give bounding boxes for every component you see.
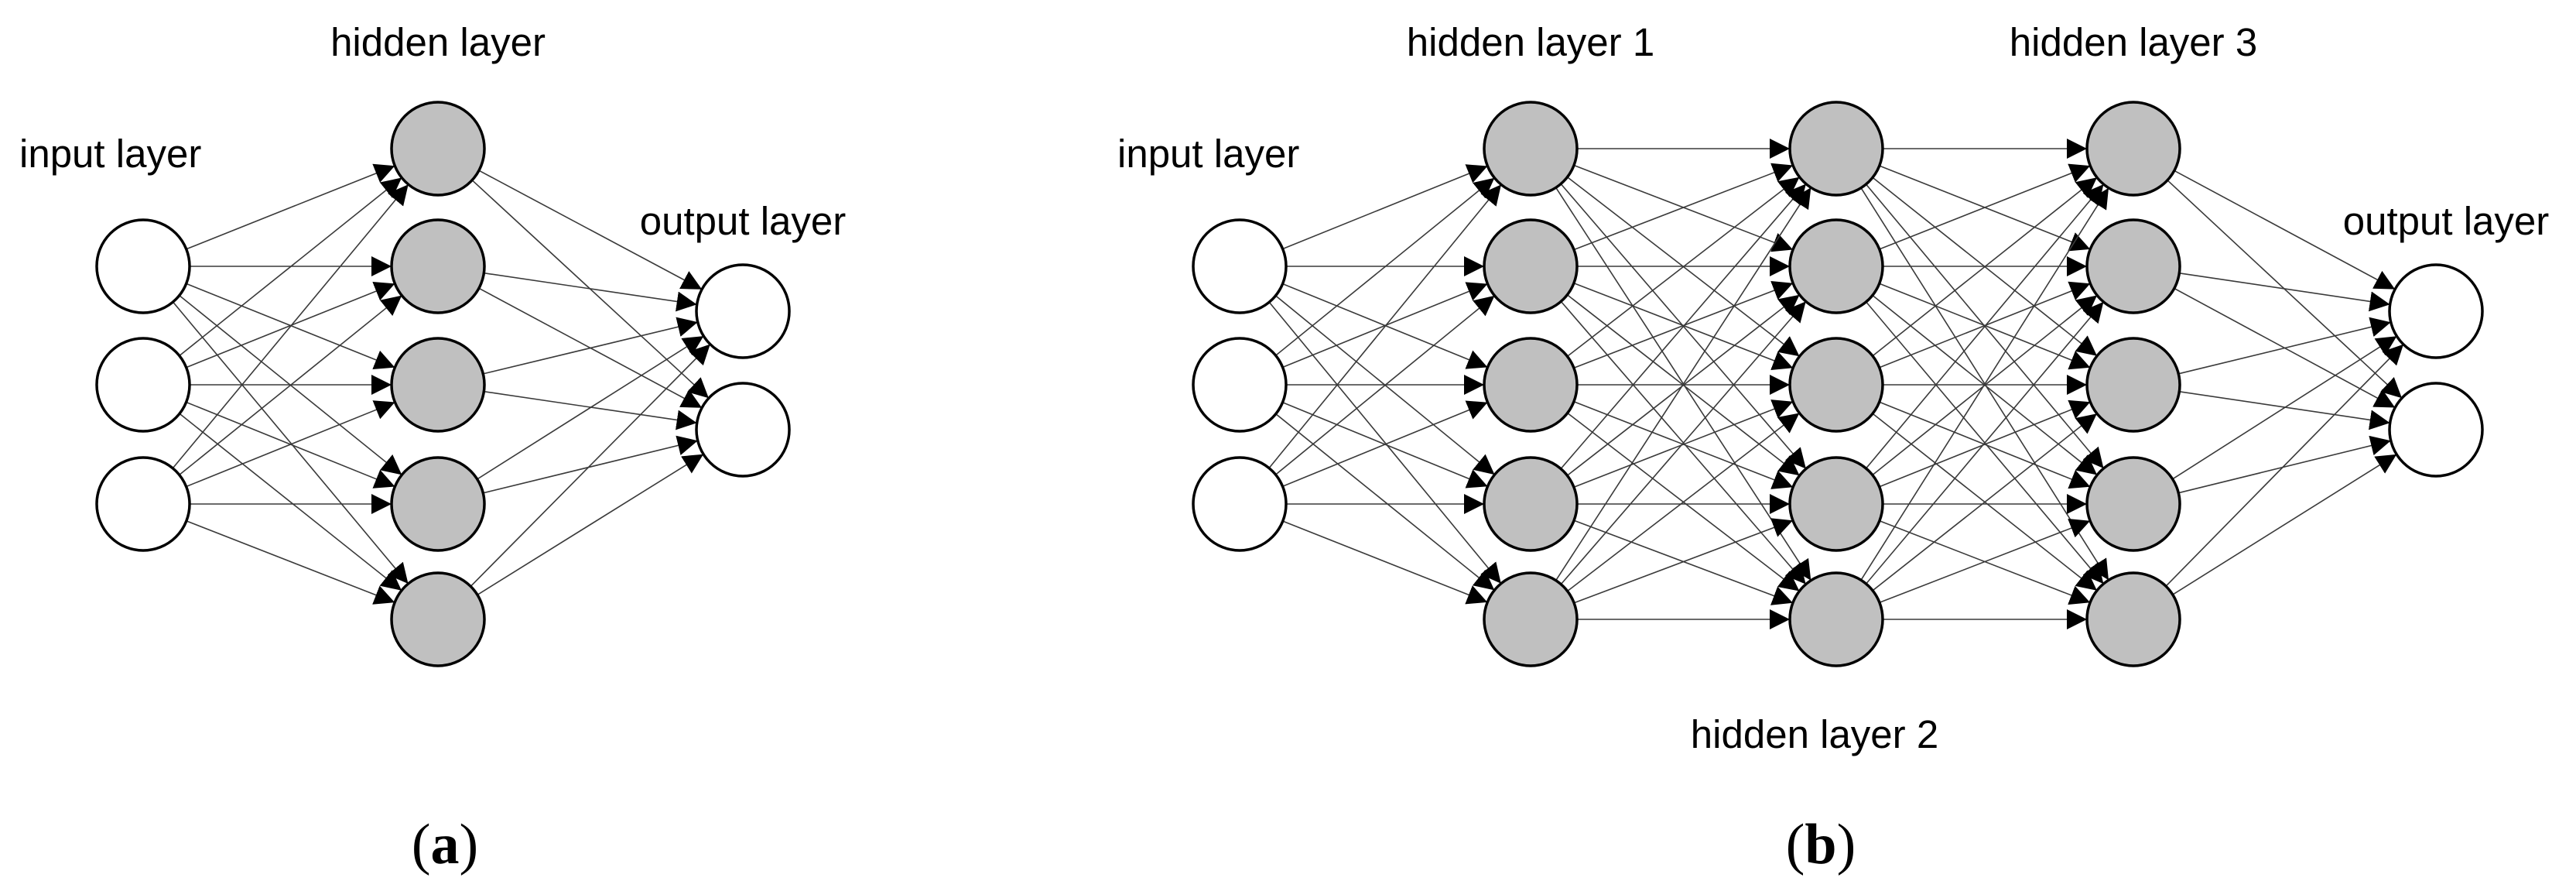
diagram-a-hidden-1-neuron-4: [390, 456, 486, 552]
diagram-a-connection-l0-n0-to-n4: [172, 301, 409, 585]
diagram-a-hidden-1-neuron-1: [390, 101, 486, 197]
diagram-b-connection-l0-n1-to-n4: [1275, 413, 1495, 591]
diagram-b-connection-l1-n4-to-n1: [1560, 300, 1807, 585]
diagram-b-output-layer-label: output layer: [2343, 199, 2550, 243]
diagram-b-hidden-3-neuron-5: [2085, 571, 2181, 667]
diagram-a-connection-l1-n0-to-n0: [478, 170, 703, 290]
diagram-a-connection-l0-n2-to-n0: [172, 183, 409, 469]
diagram-b-connection-l0-n0-to-n4: [1268, 301, 1502, 585]
diagram-a-connection-l1-n4-to-n0: [470, 344, 711, 587]
diagram-a-output-neuron-2: [695, 382, 791, 478]
diagram-b-hidden-3-neuron-3: [2085, 337, 2181, 433]
diagram-b-hidden-layer-1-label: hidden layer 1: [1407, 20, 1654, 64]
diagram-a-nodes: [95, 101, 791, 667]
diagram-b-hidden-1-neuron-1: [1483, 101, 1579, 197]
diagram-b: input layer hidden layer 1 hidden layer …: [1117, 20, 2549, 876]
diagram-a-output-layer-label: output layer: [640, 199, 847, 243]
diagram-b-input-neuron-3: [1192, 456, 1288, 552]
diagram-a: input layer hidden layer output layer (a…: [19, 20, 846, 876]
diagram-b-connection-l2-n4-to-n3: [1879, 518, 2091, 604]
diagram-a-connection-l1-n1-to-n0: [484, 272, 697, 312]
diagram-b-connection-l0-n1-to-n0: [1275, 177, 1495, 356]
diagram-b-input-neuron-2: [1192, 337, 1288, 433]
diagram-b-connection-l0-n2-to-n0: [1268, 183, 1502, 469]
diagram-b-connection-l2-n3-to-n2: [1879, 399, 2091, 488]
diagram-b-nodes: [1192, 101, 2484, 667]
diagram-a-output-neuron-1: [695, 263, 791, 359]
diagram-b-output-neuron-2: [2388, 382, 2484, 478]
diagram-b-edges: [1268, 139, 2404, 629]
diagram-b-connection-l0-n2-to-n2: [1282, 400, 1488, 488]
diagram-b-connection-l3-n4-to-n0: [2165, 344, 2404, 587]
diagram-a-input-neuron-3: [95, 456, 191, 552]
diagram-b-hidden-3-neuron-2: [2085, 218, 2181, 314]
diagram-b-connection-l3-n0-to-n0: [2174, 170, 2396, 290]
diagram-b-connection-l1-n4-to-n3: [1573, 518, 1794, 604]
diagram-a-connection-l1-n4-to-n1: [477, 454, 704, 595]
diagram-b-connection-l2-n4-to-n2: [1872, 413, 2098, 591]
diagram-b-connection-l0-n2-to-n1: [1274, 295, 1496, 475]
diagram-b-connection-l3-n1-to-n0: [2179, 273, 2390, 312]
diagram-b-connection-l2-n4-to-n0: [1860, 187, 2109, 581]
diagram-b-connection-l3-n4-to-n1: [2172, 454, 2397, 595]
diagram-b-connection-l2-n3-to-n0: [1865, 183, 2105, 469]
diagram-a-connection-l1-n2-to-n0: [483, 317, 698, 375]
diagram-a-hidden-1-neuron-5: [390, 571, 486, 667]
diagram-b-connection-l1-n3-to-n1: [1566, 294, 1801, 476]
diagram-b-input-layer-label: input layer: [1117, 132, 1299, 176]
diagram-b-connection-l1-n3-to-n0: [1560, 183, 1807, 470]
diagram-a-connection-l0-n1-to-n4: [179, 413, 402, 591]
diagram-b-connection-l2-n1-to-n0: [1879, 163, 2091, 250]
diagram-b-connection-l0-n2-to-n4: [1282, 520, 1488, 605]
diagram-b-hidden-2-neuron-3: [1788, 337, 1884, 433]
diagram-b-hidden-2-neuron-4: [1788, 456, 1884, 552]
diagram-b-connection-l1-n4-to-n0: [1555, 187, 1811, 581]
diagram-b-hidden-1-neuron-2: [1483, 218, 1579, 314]
diagram-a-hidden-1-neuron-2: [390, 218, 486, 314]
diagram-a-input-layer-label: input layer: [19, 132, 201, 176]
diagram-b-connection-l1-n3-to-n2: [1573, 399, 1794, 488]
diagram-a-edges: [172, 163, 711, 605]
diagram-b-connection-l1-n4-to-n2: [1567, 412, 1800, 592]
diagram-b-hidden-layer-2-label: hidden layer 2: [1691, 712, 1938, 756]
diagram-b-connection-l3-n2-to-n0: [2178, 317, 2391, 375]
diagram-a-connection-l1-n3-to-n1: [483, 435, 698, 494]
diagram-a-connection-l0-n2-to-n4: [186, 520, 395, 605]
diagram-b-hidden-layer-3-label: hidden layer 3: [2010, 20, 2257, 64]
diagram-b-hidden-3-neuron-1: [2085, 101, 2181, 197]
diagram-a-connection-l0-n1-to-n0: [179, 177, 402, 357]
diagram-b-connection-l3-n3-to-n0: [2172, 335, 2397, 480]
diagram-a-hidden-layer-label: hidden layer: [330, 20, 546, 64]
diagram-b-hidden-2-neuron-5: [1788, 571, 1884, 667]
diagram-b-output-neuron-1: [2388, 263, 2484, 359]
diagram-b-connection-l1-n1-to-n0: [1573, 163, 1794, 251]
diagram-b-caption: (b): [1786, 813, 1856, 876]
diagram-a-input-neuron-2: [95, 337, 191, 433]
diagram-b-hidden-1-neuron-3: [1483, 337, 1579, 433]
diagram-b-connection-l3-n3-to-n1: [2178, 435, 2391, 494]
diagram-a-connection-l1-n3-to-n0: [477, 335, 704, 480]
diagram-b-hidden-1-neuron-5: [1483, 571, 1579, 667]
diagram-a-connection-l0-n2-to-n1: [179, 294, 402, 476]
diagram-b-connection-l2-n4-to-n1: [1865, 301, 2105, 585]
diagram-b-connection-l2-n2-to-n0: [1872, 177, 2098, 357]
diagram-a-caption: (a): [412, 813, 478, 876]
diagram-b-connection-l1-n2-to-n0: [1567, 177, 1800, 357]
diagram-a-hidden-1-neuron-3: [390, 337, 486, 433]
diagram-a-connection-l0-n0-to-n0: [186, 163, 395, 250]
diagram-b-hidden-3-neuron-4: [2085, 456, 2181, 552]
diagram-b-hidden-2-neuron-1: [1788, 101, 1884, 197]
diagram-b-input-neuron-1: [1192, 218, 1288, 314]
diagram-b-connection-l2-n3-to-n1: [1872, 294, 2098, 476]
diagram-a-connection-l0-n2-to-n2: [186, 400, 395, 488]
diagram-b-hidden-1-neuron-4: [1483, 456, 1579, 552]
diagram-b-connection-l0-n0-to-n0: [1282, 164, 1488, 250]
diagram-b-hidden-2-neuron-2: [1788, 218, 1884, 314]
diagram-a-input-neuron-1: [95, 218, 191, 314]
